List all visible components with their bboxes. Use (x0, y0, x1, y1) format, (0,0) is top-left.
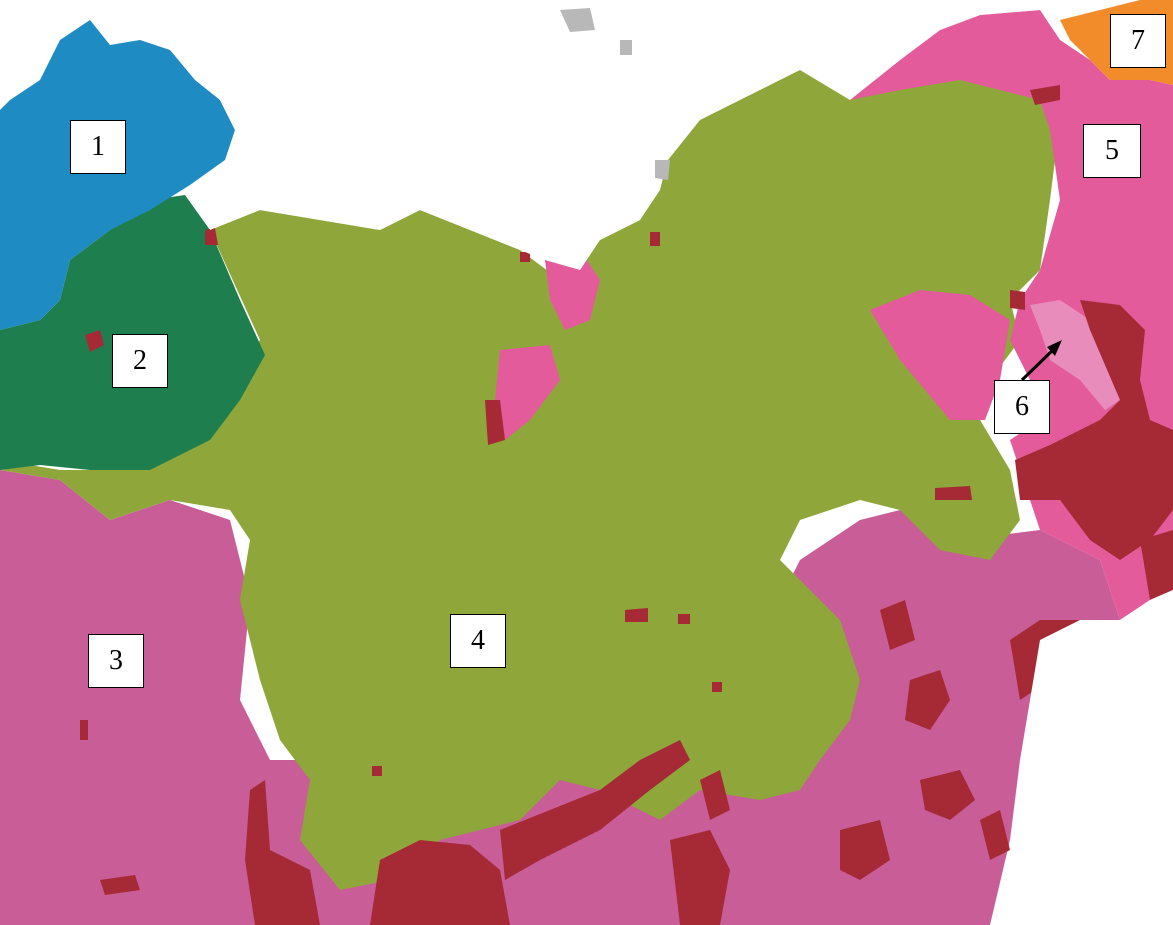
patch-east-6 (840, 820, 890, 880)
white-sea-north-east (760, 0, 1040, 100)
patch-central-4 (712, 682, 722, 692)
region-label-1: 1 (70, 120, 126, 174)
ice-layer (560, 8, 670, 180)
patch-north-4 (520, 252, 530, 262)
patch-east-7 (980, 810, 1010, 860)
region-label-2: 2 (112, 334, 168, 388)
region-label-3: 3 (88, 634, 144, 688)
region-3 (0, 470, 270, 925)
region-5-patch (495, 345, 560, 440)
region-label-6: 6 (994, 380, 1050, 434)
region-label-7: 7 (1110, 14, 1166, 68)
patch-north-5 (1030, 85, 1060, 105)
patch-east-2 (1140, 530, 1173, 600)
patch-east-4 (880, 600, 915, 650)
region-2 (0, 195, 265, 470)
white-sea-east (990, 590, 1173, 925)
region-label-4: 4 (450, 614, 506, 668)
region-4 (0, 70, 1060, 890)
patch-south-west (245, 780, 320, 925)
patch-north-3 (650, 232, 660, 246)
patch-east-8 (700, 770, 730, 820)
ice-1 (560, 8, 595, 32)
region-label-5: 5 (1083, 124, 1141, 178)
white-sea-north (200, 0, 780, 270)
patch-east-1 (1015, 300, 1173, 560)
patch-north-2 (205, 228, 218, 245)
ice-2 (620, 40, 632, 55)
patch-central-2 (625, 608, 648, 622)
region-5-inland (870, 290, 1010, 420)
arrow-to-region-6 (1020, 340, 1062, 382)
patch-south-west-4 (372, 766, 382, 776)
patch-south-river (500, 740, 690, 880)
region-1 (0, 20, 235, 330)
region-6 (1030, 300, 1120, 410)
patch-south-central (670, 830, 730, 925)
patch-central-3 (678, 614, 690, 624)
region-5-coastal (545, 250, 600, 330)
patch-south-west-3 (100, 875, 140, 895)
patch-east-3 (905, 670, 950, 730)
patch-east-5 (920, 770, 975, 820)
patch-north-east-1 (1010, 290, 1025, 310)
patch-central-5 (935, 486, 972, 500)
patch-south (370, 840, 510, 925)
patch-central-1 (485, 400, 505, 445)
patch-south-west-2 (80, 720, 88, 740)
ice-3 (655, 160, 670, 180)
patch-west (85, 330, 104, 352)
